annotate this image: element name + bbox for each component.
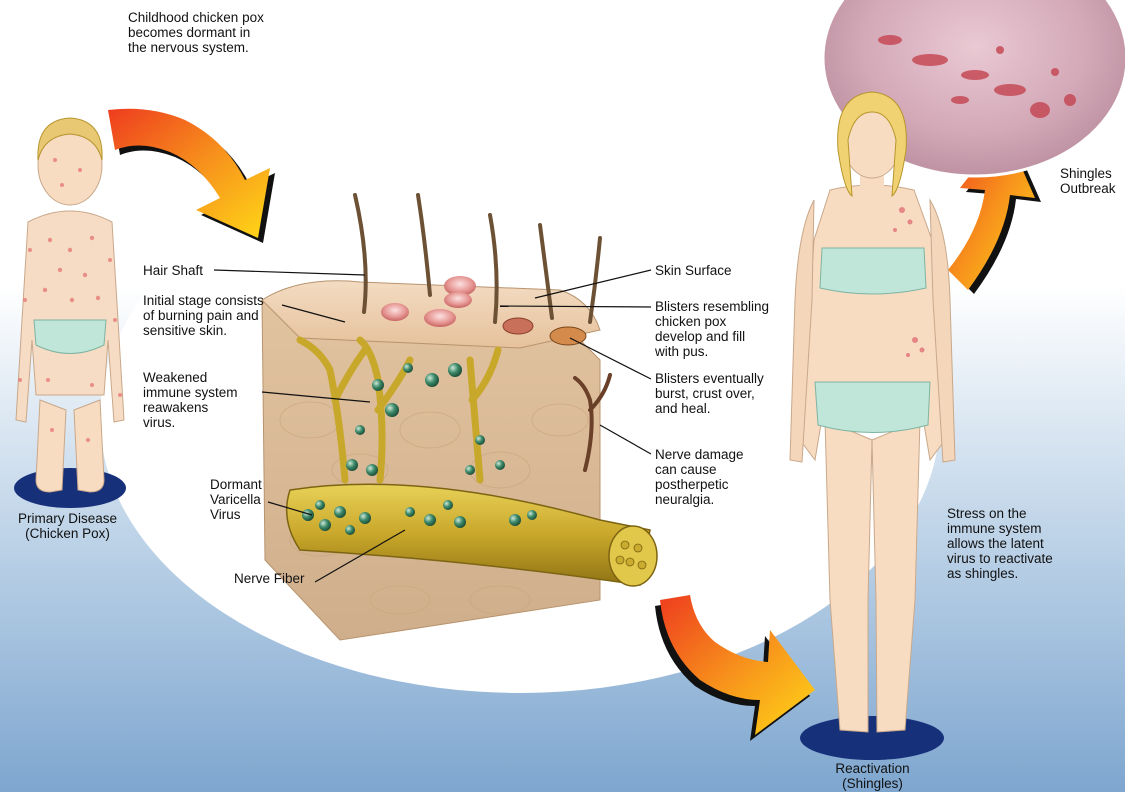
label-skin-surface: Skin Surface [655,263,732,278]
label-nerve-fiber: Nerve Fiber [234,571,305,586]
label-initial-stage: Initial stage consists of burning pain a… [143,293,264,338]
arrow-dormant [108,109,275,243]
label-primary-disease: Primary Disease (Chicken Pox) [5,511,130,541]
caption-dormant: Childhood chicken pox becomes dormant in… [128,10,264,55]
label-reactivation: Reactivation (Shingles) [815,761,930,791]
label-hair-shaft: Hair Shaft [143,263,203,278]
label-dormant-virus: Dormant Varicella Virus [210,477,262,522]
label-blisters-develop: Blisters resembling chicken pox develop … [655,299,769,359]
label-nerve-damage: Nerve damage can cause postherpetic neur… [655,447,744,507]
label-blisters-burst: Blisters eventually burst, crust over, a… [655,371,764,416]
label-shingles-outbreak: Shingles Outbreak [1060,166,1116,196]
label-weakened-immune: Weakened immune system reawakens virus. [143,370,238,430]
caption-stress: Stress on the immune system allows the l… [947,506,1053,581]
woman-figure-illustration [790,92,955,760]
